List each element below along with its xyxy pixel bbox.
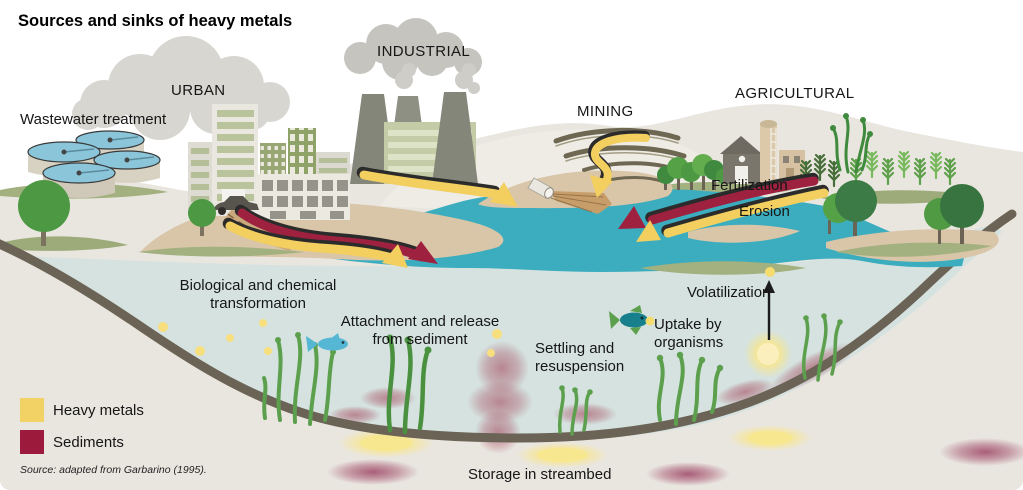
legend-item-sediments: Sediments [20,430,144,454]
label-bio-transformation: Biological and chemical transformation [179,277,337,312]
fish-uptake-icon [609,305,655,335]
erosion-arrow-sediment [618,172,819,229]
legend-label: Sediments [53,433,124,451]
label-wastewater-treatment: Wastewater treatment [20,111,167,128]
urban-runoff-arrow-sediment [234,204,438,264]
industrial-smoke-cloud [344,18,482,94]
farm-icon [657,113,957,190]
urban-runoff-arrow-metals [222,217,408,268]
label-erosion: Erosion [739,203,790,220]
label-urban: URBAN [171,82,226,99]
up-arrow-icon [763,280,775,293]
aquatic-plants [262,313,843,436]
fish-icon [306,333,348,352]
urban-buildings-icon [188,104,350,220]
label-storage: Storage in streambed [468,466,612,483]
mining-runoff-arrow [588,130,650,198]
page-title: Sources and sinks of heavy metals [18,12,293,30]
barn-icon [720,136,762,184]
label-settling: Settling and resuspension [535,340,625,375]
legend-label: Heavy metals [53,401,144,419]
label-agricultural: AGRICULTURAL [735,85,855,102]
label-industrial: INDUSTRIAL [377,43,471,60]
label-mining: MINING [577,103,634,120]
legend-item-heavy-metals: Heavy metals [20,398,144,422]
source-note: Source: adapted from Garbarino (1995). [20,464,207,476]
tree-icon [188,199,216,236]
tree-icon [823,180,984,244]
grass-tuft-icon [830,113,873,174]
label-attachment-release: Attachment and release from sediment [340,313,500,348]
industrial-discharge-arrow [356,166,518,207]
legend: Heavy metals Sediments [20,398,144,462]
volatilization-indicator [744,267,792,378]
label-fertilization: Fertilization [711,177,788,194]
label-uptake: Uptake by organisms [654,316,724,351]
sediments-swatch [20,430,44,454]
heavy-metal-particles [158,319,502,357]
tree-icon [18,180,70,246]
heavy-metals-swatch [20,398,44,422]
label-volatilization: Volatilization [687,284,771,301]
silo-icon [760,120,777,184]
urban-cloud [72,36,290,140]
fertilization-arrow-metals [636,184,829,242]
flow-arrows [222,130,829,268]
streambed-line [0,209,1017,443]
